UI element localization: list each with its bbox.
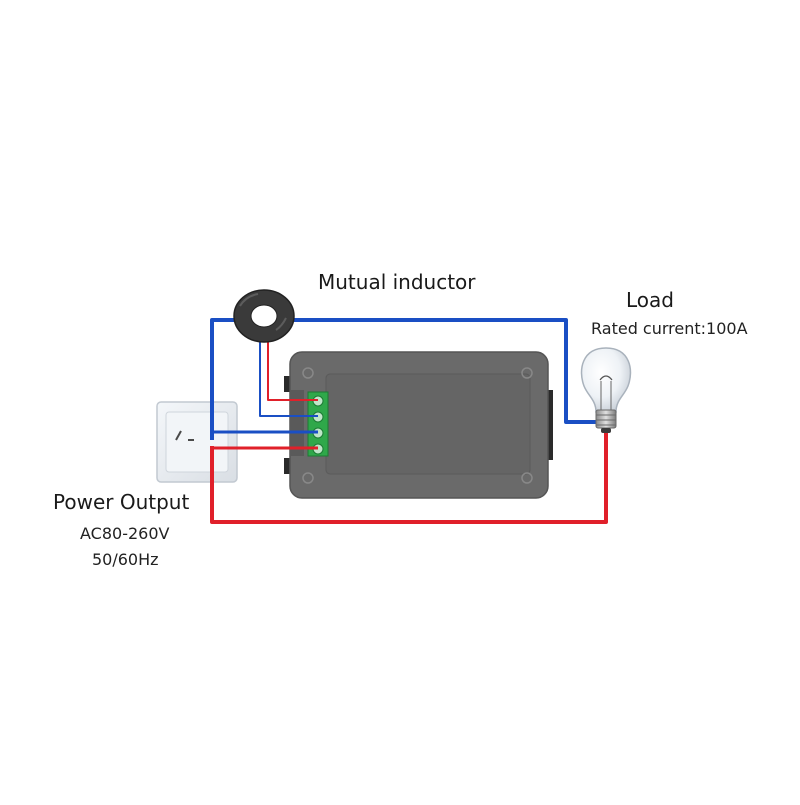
light-bulb-icon — [580, 347, 632, 433]
voltage-range-label: AC80-260V — [80, 524, 170, 543]
inductor-lead-red — [267, 340, 318, 401]
neutral-wire-main — [210, 318, 603, 440]
terminal-block — [307, 391, 329, 457]
wiring — [210, 318, 608, 524]
rated-current-label: Rated current:100A — [591, 319, 748, 338]
live-wire-main — [210, 432, 608, 524]
load-label: Load — [626, 288, 674, 312]
inductor-lead-blue — [259, 340, 318, 417]
current-transformer-ring-icon — [233, 289, 295, 343]
mutual-inductor-label: Mutual inductor — [318, 270, 476, 294]
wall-socket-icon — [156, 401, 238, 483]
panel-meter-icon — [284, 351, 553, 499]
frequency-label: 50/60Hz — [92, 550, 159, 569]
power-output-label: Power Output — [53, 490, 190, 514]
